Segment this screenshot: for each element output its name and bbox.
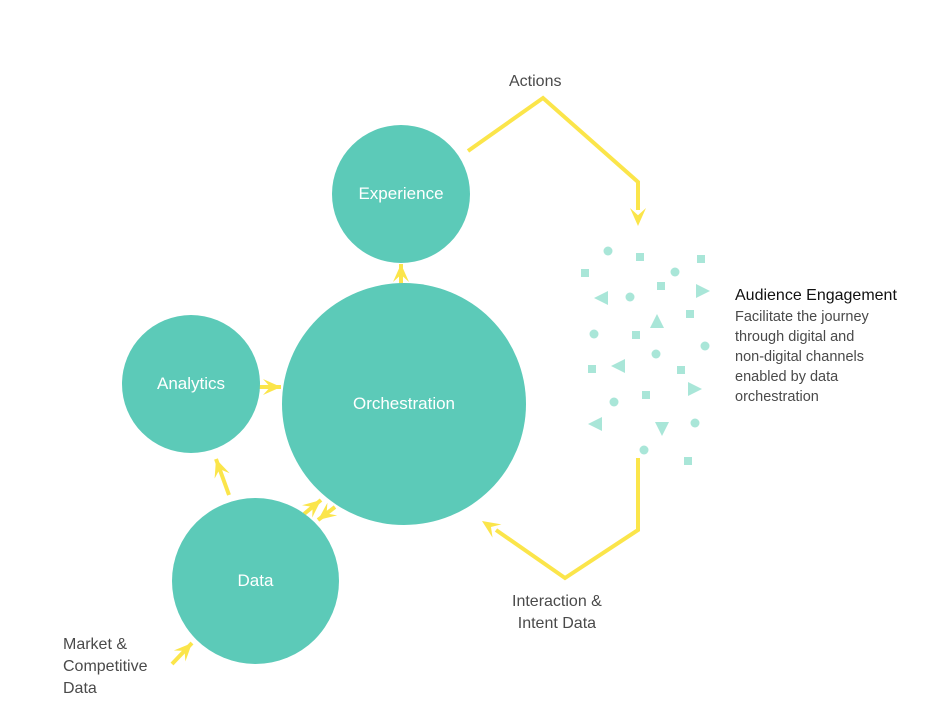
audience-engagement-title: Audience Engagement [735,287,897,304]
data-node: Data [172,498,339,664]
data-label: Data [237,571,274,590]
orchestration-to-experience-arrow-head [393,264,409,282]
interaction-arrow-line [494,458,640,581]
actions-arrow-head [630,208,646,226]
experience-node: Experience [332,125,470,263]
audience-dot [697,255,705,263]
analytics-node: Analytics [122,315,260,453]
audience-dot [625,292,635,302]
connector-arrows [170,95,646,666]
audience-engagement-description: Facilitate the journey through digital a… [735,309,869,405]
market-to-data-arrow-head [173,643,192,662]
orchestration-label: Orchestration [352,394,456,413]
audience-dot [677,366,685,374]
audience-dot [589,329,599,339]
audience-dot [655,422,669,436]
audience-dot [609,397,619,407]
audience-dot [700,341,710,351]
audience-scatter [581,246,710,465]
audience-dot [696,284,710,298]
audience-dot [642,391,650,399]
audience-dot [650,314,664,328]
audience-dot [581,269,589,277]
audience-dot [594,291,608,305]
analytics-to-orchestration-arrow-head [263,379,281,395]
analytics-label: Analytics [156,374,226,393]
interaction-intent-label: Interaction & Intent Data [512,593,602,632]
orchestration-node: Orchestration [282,283,526,525]
audience-dot [636,253,644,261]
data-to-orchestration-arrow-head [302,500,321,518]
market-competitive-label: Market & Competitive Data [63,636,148,697]
audience-dot [611,359,625,373]
audience-dot [651,349,661,359]
audience-dot [603,246,613,256]
orchestration-to-data-arrow-head [318,502,338,520]
audience-dot [688,382,702,396]
audience-engagement-panel: Audience Engagement Facilitate the journ… [735,285,930,407]
audience-dot [686,310,694,318]
actions-arrow-line [466,95,640,210]
audience-dot [690,418,700,428]
data-to-analytics-arrow-head [214,459,230,479]
audience-dot [588,365,596,373]
audience-dot [588,417,602,431]
interaction-arrow-head [482,521,502,538]
audience-dot [639,445,649,455]
audience-dot [684,457,692,465]
actions-label: Actions [509,73,562,90]
audience-dot [632,331,640,339]
audience-dot [670,267,680,277]
experience-label: Experience [358,184,444,203]
audience-dot [657,282,665,290]
